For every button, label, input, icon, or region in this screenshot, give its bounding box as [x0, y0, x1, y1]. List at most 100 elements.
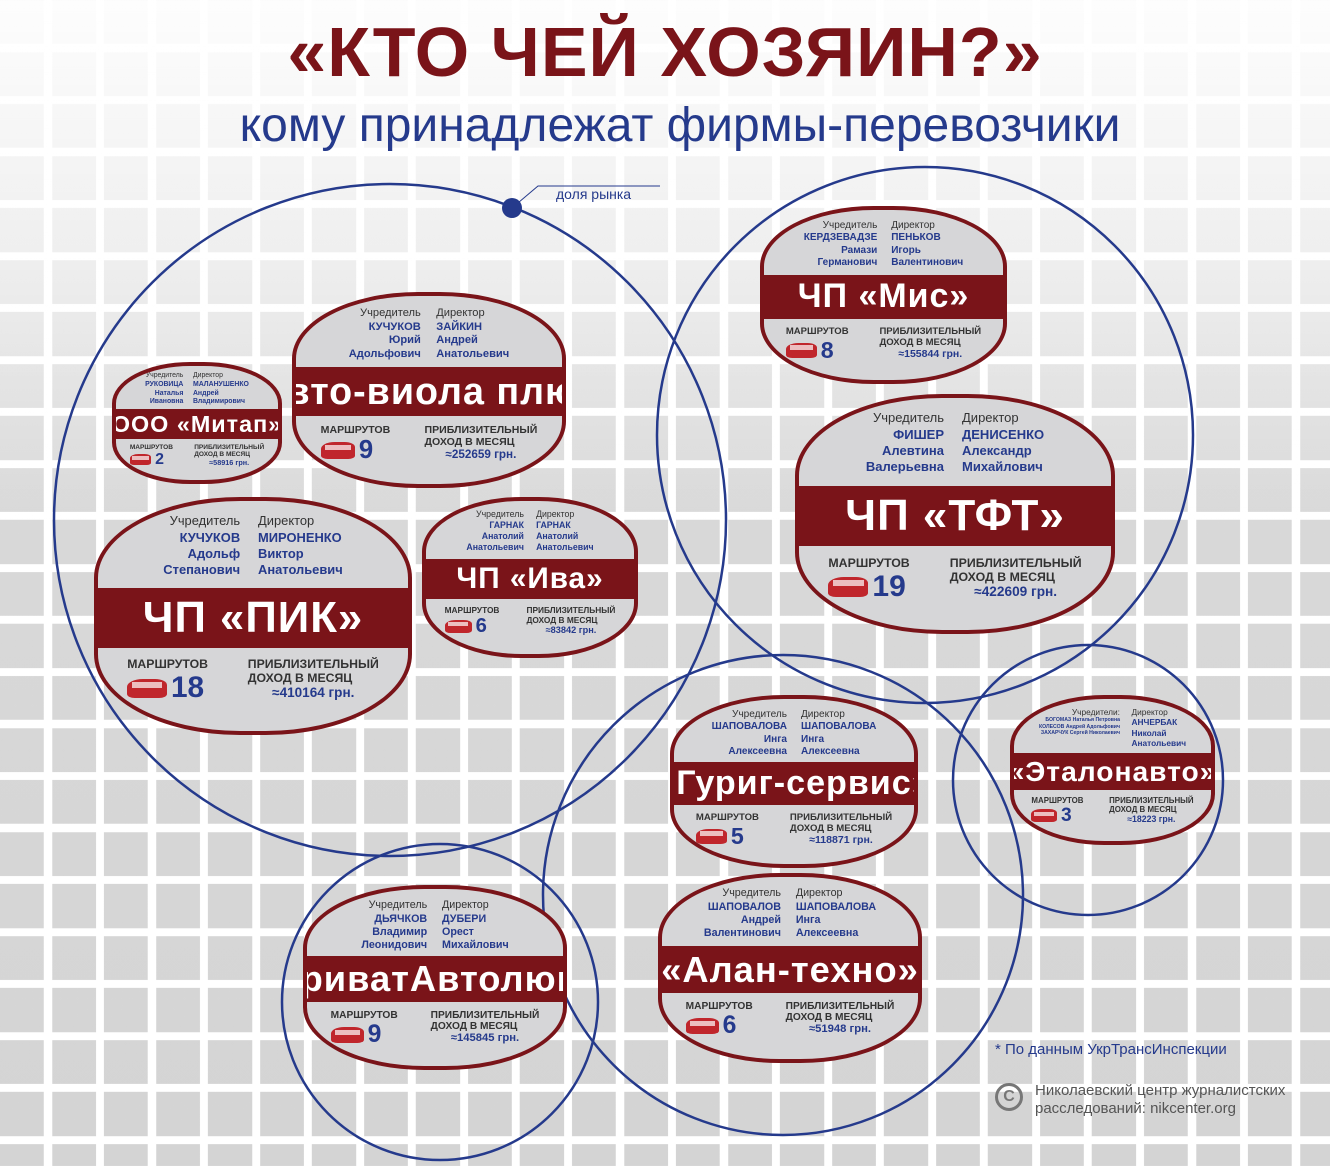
routes-count: 6 — [722, 1012, 737, 1040]
director-name-line: Анатольевич — [536, 542, 594, 553]
founder-name-line: Инга — [763, 733, 788, 745]
routes-count: 9 — [358, 436, 374, 465]
income-value: ≈58916 грн. — [209, 457, 250, 467]
minibus-icon — [320, 442, 355, 460]
director-name-line: Алексеевна — [800, 746, 860, 758]
source-note: * По данным УкрТрансИнспекции — [995, 1041, 1227, 1058]
director-label: Директор — [1131, 706, 1168, 717]
founder-label: Учредитель — [169, 513, 241, 529]
director-label: Директор — [891, 219, 935, 231]
director-name-line: ДЕНИСЕНКО — [962, 426, 1045, 442]
market-circle-kuchukov — [52, 182, 728, 858]
minibus-icon — [127, 678, 167, 699]
director-label: Директор — [536, 509, 575, 520]
routes-count-row: 3 — [1031, 805, 1083, 827]
founder-label: Учредители: — [1071, 706, 1120, 717]
company-name: «Авто-виола плюс» — [296, 367, 562, 417]
routes-label: МАРШРУТОВ — [330, 1009, 398, 1021]
income-label-1: ПРИБЛИЗИТЕЛЬНЫЙ — [430, 1009, 540, 1021]
income-label-1: ПРИБЛИЗИТЕЛЬНЫЙ — [194, 443, 265, 451]
income-label-1: ПРИБЛИЗИТЕЛЬНЫЙ — [1109, 795, 1194, 805]
director-name-line: ШАПОВАЛОВА — [800, 721, 877, 733]
income-value: ≈410164 грн. — [272, 685, 355, 701]
market-circle-bogomaz — [951, 643, 1225, 917]
founder-name-line: РУКОВИЦА — [145, 381, 184, 389]
income-label-2: ДОХОД В МЕСЯЦ — [194, 450, 250, 458]
founder-name-line: Валерьевна — [865, 459, 944, 475]
founder-name-line: Германович — [817, 257, 878, 269]
routes-count: 5 — [730, 822, 744, 849]
credit: Николаевский центр журналистских расслед… — [1035, 1082, 1285, 1118]
director-name-line: Орест — [442, 926, 474, 939]
routes-count: 8 — [820, 336, 834, 363]
founder-label: Учредитель — [360, 306, 421, 319]
director-label: Директор — [192, 372, 223, 380]
income-value: ≈145845 грн. — [450, 1031, 520, 1044]
director-label: Директор — [795, 887, 843, 900]
legend-dot — [502, 198, 522, 218]
director-name-line: Александр — [962, 442, 1032, 458]
company-name: ЧП «ПИК» — [98, 588, 408, 649]
founder-name-line: ДЬЯЧКОВ — [374, 912, 428, 925]
director-name-line: Николай — [1131, 727, 1167, 738]
legend-label: доля рынка — [556, 186, 632, 202]
credit-line-2[interactable]: расследований: nikcenter.org — [1035, 1100, 1236, 1117]
director-name-line: ПЕНЬКОВ — [891, 232, 941, 244]
income-value: ≈83842 грн. — [545, 625, 597, 636]
director-label: Директор — [800, 708, 845, 720]
routes-label: МАРШРУТОВ — [320, 424, 391, 437]
director-name-line: Алексеевна — [795, 927, 859, 940]
director-name-line: ДУБЕРИ — [442, 912, 487, 925]
founder-name-line: ГАРНАК — [489, 520, 524, 531]
income-value: ≈252659 грн. — [445, 448, 517, 462]
income-label-1: ПРИБЛИЗИТЕЛЬНЫЙ — [789, 811, 893, 823]
director-name-line: МИРОНЕНКО — [258, 529, 342, 545]
routes-label: МАРШРУТОВ — [127, 657, 209, 672]
income-label-2: ДОХОД В МЕСЯЦ — [785, 1012, 873, 1024]
routes-count-row: 19 — [828, 570, 909, 604]
director-name-line: ШАПОВАЛОВА — [795, 900, 877, 913]
minibus-icon — [685, 1017, 719, 1035]
director-name-line: МАЛАНУШЕНКО — [192, 381, 249, 389]
minibus-icon — [785, 342, 817, 359]
routes-count: 3 — [1061, 804, 1072, 826]
founder-name-line: БОГОМАЗ Наталья Петровна — [1045, 717, 1120, 724]
routes-count-row: 9 — [330, 1021, 398, 1049]
income-label-1: ПРИБЛИЗИТЕЛЬНЫЙ — [949, 555, 1082, 570]
founder-name-line: КУЧУКОВ — [179, 529, 241, 545]
director-name-line: Андрей — [192, 389, 219, 397]
market-circle-shapovalova — [541, 653, 1025, 1137]
minibus-icon — [129, 454, 152, 466]
